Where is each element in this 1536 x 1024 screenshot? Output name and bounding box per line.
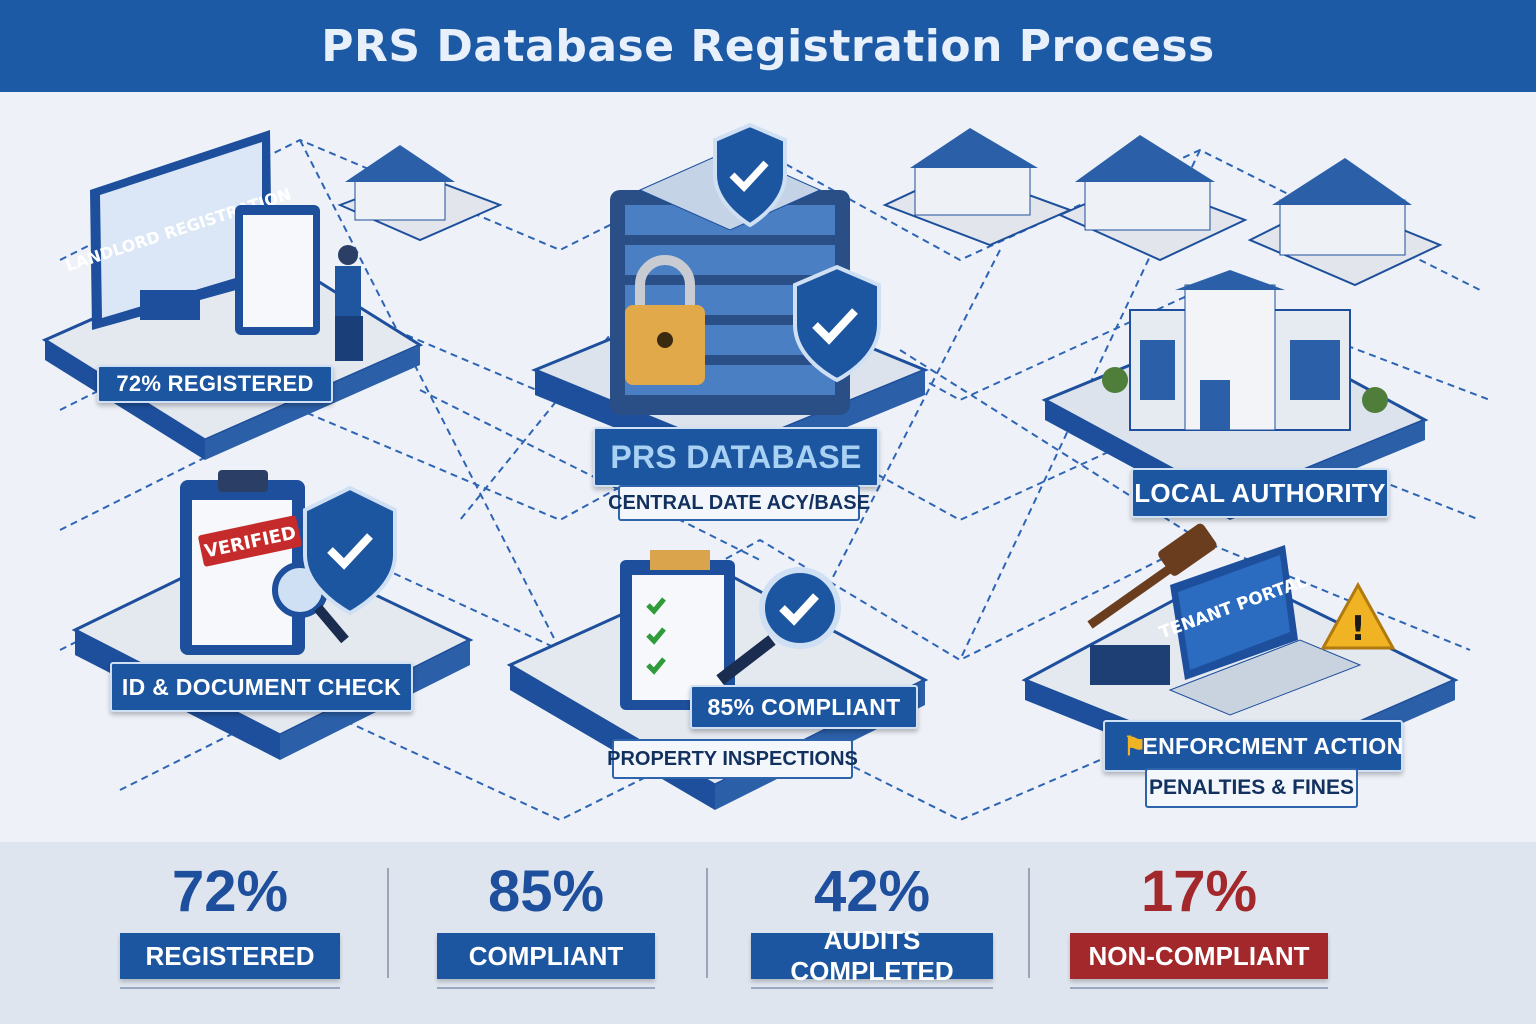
divider	[706, 868, 708, 978]
local-authority-label: LOCAL AUTHORITY	[1131, 468, 1389, 518]
svg-text:!: !	[1350, 609, 1366, 649]
id-document-check-label: ID & DOCUMENT CHECK	[110, 662, 413, 712]
verified-stamp	[198, 515, 302, 567]
clipboard-icon	[180, 470, 305, 655]
stat-audits: 42% AUDITS COMPLETED	[722, 842, 1022, 989]
prs-database-label: PRS DATABASE	[593, 427, 879, 487]
person-icon	[335, 245, 363, 361]
divider	[1028, 868, 1030, 978]
stat-label: NON-COMPLIANT	[1070, 933, 1328, 979]
stat-value: 42%	[813, 859, 931, 924]
shield-check-icon	[793, 264, 881, 383]
stat-underline	[1070, 987, 1328, 989]
header-bar: PRS Database Registration Process	[0, 0, 1536, 92]
central-database-sublabel: CENTRAL DATE ACY/BASE	[608, 485, 870, 521]
shield-check-icon	[713, 122, 787, 228]
landlord-registered-label: 72% REGISTERED	[97, 365, 333, 403]
penalties-fines-label: PENALTIES & FINES	[1145, 768, 1358, 808]
stat-label: AUDITS COMPLETED	[751, 925, 993, 986]
warning-icon: !	[1320, 581, 1396, 650]
compliant-badge: 85% COMPLIANT	[690, 685, 918, 729]
house-icon	[1247, 158, 1443, 287]
shield-check-icon	[303, 485, 397, 616]
stat-underline	[751, 987, 993, 989]
page-title: PRS Database Registration Process	[321, 20, 1215, 72]
computer-monitor-icon	[90, 130, 272, 330]
divider	[387, 868, 389, 978]
stat-value: 85%	[487, 859, 605, 924]
stat-underline	[120, 987, 340, 989]
horn-icon: ⚑	[1123, 730, 1147, 761]
house-icon	[337, 145, 503, 242]
enforcement-action-text: ENFORCMENT ACTION	[1142, 732, 1404, 759]
house-icon	[882, 128, 1073, 247]
magnifier-check-icon	[716, 567, 841, 685]
padlock-icon	[625, 255, 705, 385]
stat-value: 72%	[171, 859, 289, 924]
laptop-icon	[1168, 545, 1362, 716]
stat-non-compliant: 17% NON-COMPLIANT	[1049, 842, 1349, 989]
stat-value: 17%	[1140, 859, 1258, 924]
stat-registered: 72% REGISTERED	[80, 842, 380, 989]
gavel-icon	[1087, 523, 1217, 685]
stat-compliant: 85% COMPLIANT	[396, 842, 696, 989]
government-building-icon	[1102, 270, 1388, 431]
clipboard-icon	[235, 205, 320, 335]
stat-underline	[437, 987, 655, 989]
stat-label: REGISTERED	[120, 933, 340, 979]
property-inspections-label: PROPERTY INSPECTIONS	[607, 739, 858, 779]
checklist-icon	[620, 550, 735, 710]
enforcement-action-label: ⚑ ENFORCMENT ACTION	[1103, 720, 1403, 772]
stat-label: COMPLIANT	[437, 933, 655, 979]
stats-bar: 72% REGISTERED 85% COMPLIANT 42% AUDITS …	[0, 842, 1536, 1024]
house-icon	[1057, 135, 1248, 262]
